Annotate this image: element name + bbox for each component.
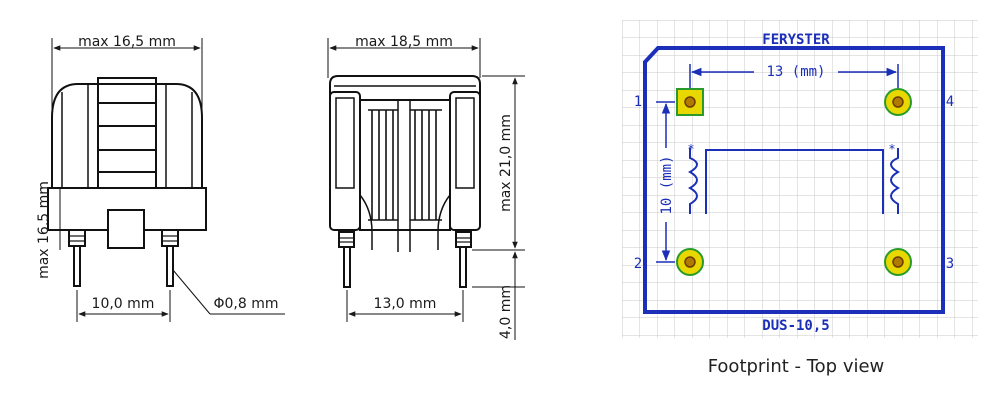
side-pitch-label: 13,0 mm	[374, 296, 437, 312]
horizontal-spacing-label: 13 (mm)	[766, 64, 825, 80]
side-frame	[329, 75, 481, 125]
front-view	[40, 38, 285, 322]
pin-number-4: 4	[946, 94, 954, 110]
left-bobbin	[329, 91, 361, 231]
front-base-notch	[107, 209, 145, 249]
pin-number-3: 3	[946, 256, 954, 272]
right-bobbin	[449, 91, 481, 231]
pin-lead	[459, 246, 467, 288]
winding	[368, 109, 442, 221]
vertical-spacing-label: 10 (mm)	[659, 155, 675, 214]
pin-lead	[343, 246, 351, 288]
part-number-label: DUS-10,5	[762, 318, 829, 334]
front-height-label: max 16.5 mm	[36, 181, 52, 279]
pin-collar	[68, 229, 86, 247]
footprint-outline	[643, 46, 945, 314]
footprint-caption: Footprint - Top view	[708, 356, 885, 377]
core-bar	[359, 99, 451, 231]
pin-lead	[166, 245, 174, 287]
pin-lead	[73, 245, 81, 287]
polarity-mark: *	[687, 142, 694, 156]
side-height-label: max 21,0 mm	[498, 114, 514, 212]
pin-number-1: 1	[634, 94, 642, 110]
pin-number-2: 2	[634, 256, 642, 272]
pin-collar	[455, 231, 472, 248]
pin-collar	[338, 231, 355, 248]
front-pitch-label: 10,0 mm	[92, 296, 155, 312]
polarity-mark: *	[888, 142, 895, 156]
footprint-grid	[622, 20, 978, 338]
brand-label: FERYSTER	[762, 32, 830, 48]
lead-length-label: 4,0 mm	[498, 285, 514, 339]
pin-diameter-label: Φ0,8 mm	[213, 296, 278, 312]
side-width-label: max 18,5 mm	[355, 34, 453, 50]
coil-symbol	[687, 148, 901, 214]
front-coil-outline	[51, 83, 203, 188]
front-width-label: max 16,5 mm	[78, 34, 176, 50]
pin-collar	[161, 229, 179, 247]
footprint: * *	[622, 20, 978, 338]
side-view	[327, 38, 525, 340]
